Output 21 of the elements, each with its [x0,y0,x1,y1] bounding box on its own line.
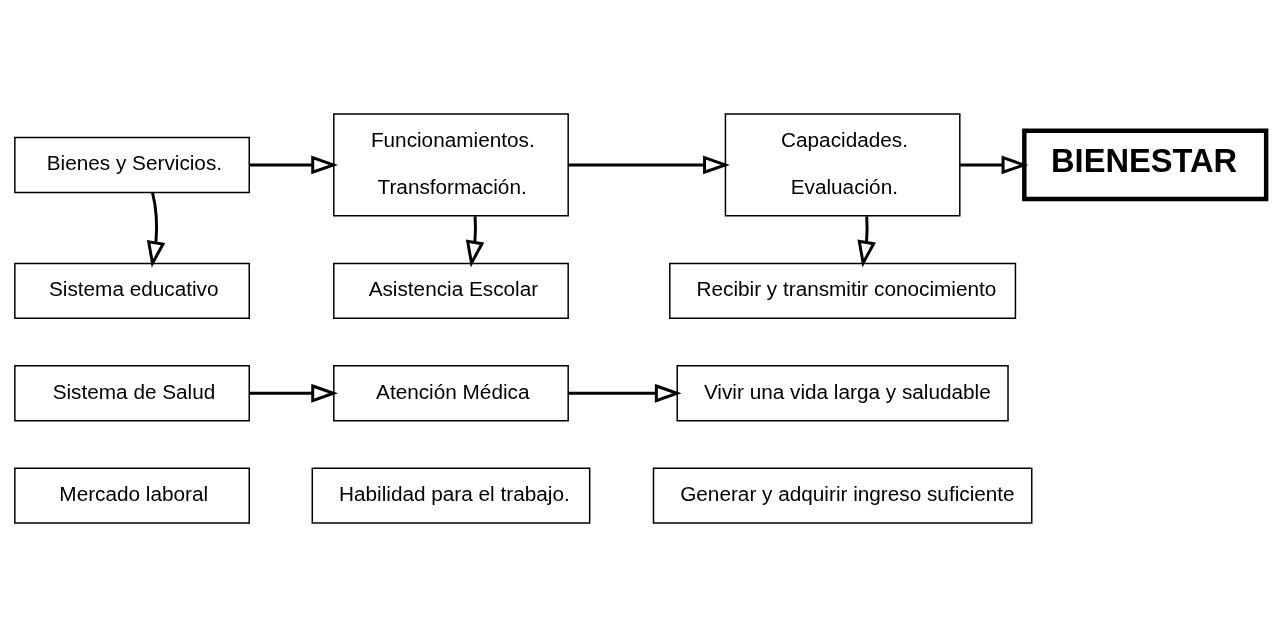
node-box: Generar y adquirir ingreso suficiente [652,467,1033,524]
arrow [568,383,682,403]
node-box: Habilidad para el trabajo. [311,467,591,524]
arrow [960,155,1029,175]
arrow [249,383,338,403]
arrow [465,216,485,268]
arrow [146,192,166,268]
node-box: BIENESTAR [1022,128,1269,202]
node-box: Bienes y Servicios. [14,136,250,194]
arrow [249,155,338,175]
node-box: Mercado laboral [14,467,250,524]
node-box: Sistema de Salud [14,365,250,422]
node-box: Sistema educativo [14,262,250,320]
node-box: Atención Médica [333,365,569,422]
arrow [857,216,876,268]
arrow [568,155,730,175]
node-box: Recibir y transmitir conocimiento [669,262,1017,320]
node-box: Vivir una vida larga y saludable [676,365,1009,422]
node-box: Asistencia Escolar [333,262,569,320]
node-box: Capacidades. Evaluación. [724,113,961,217]
node-box: Funcionamientos. Transformación. [333,113,569,217]
